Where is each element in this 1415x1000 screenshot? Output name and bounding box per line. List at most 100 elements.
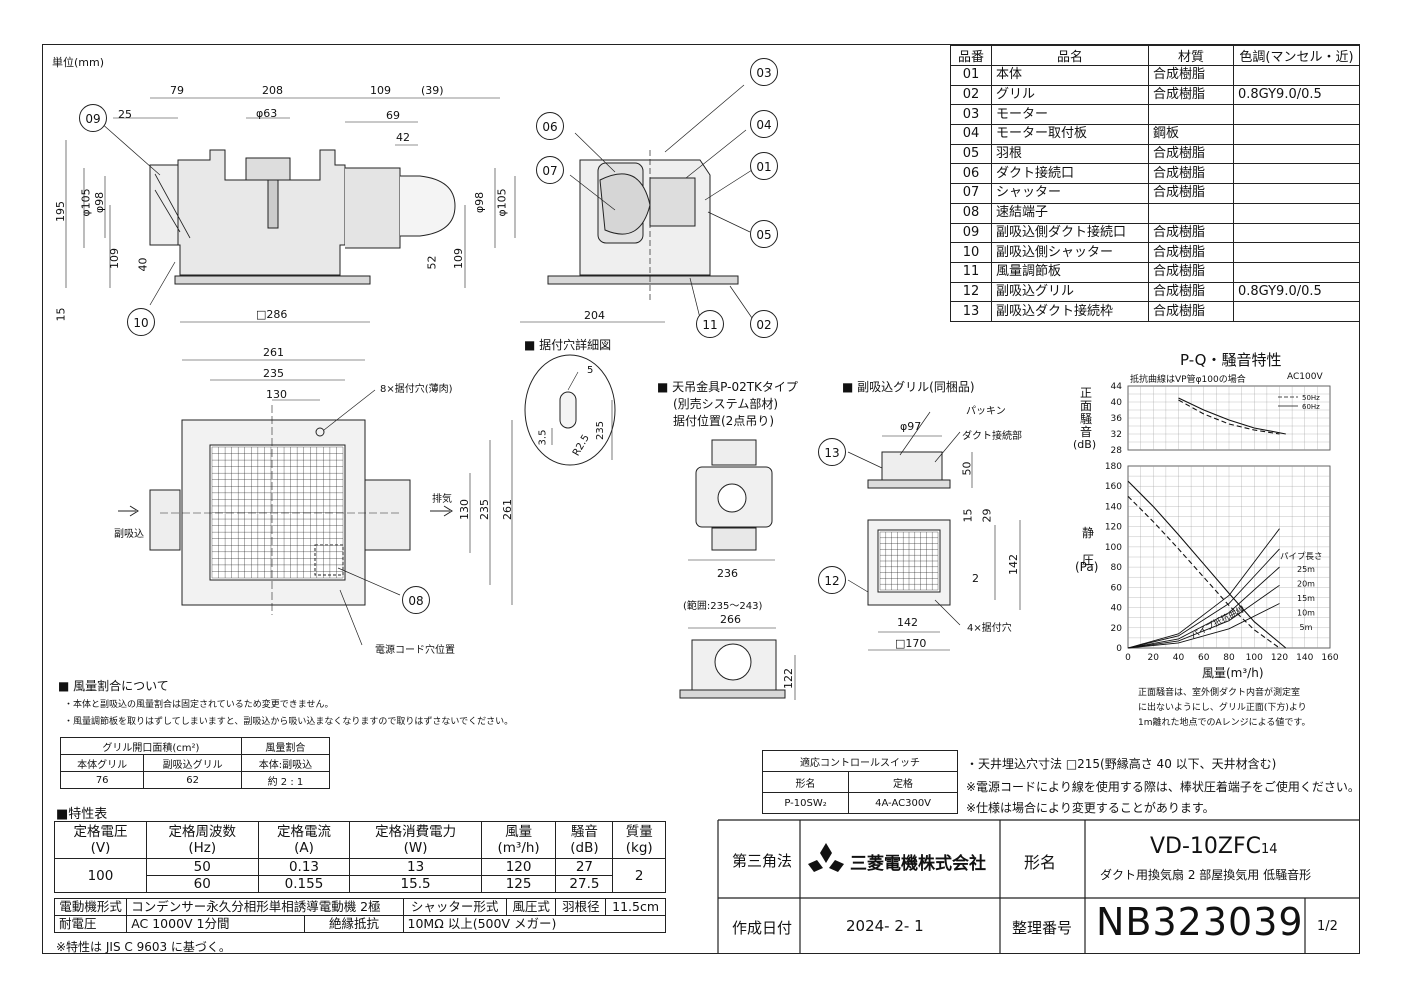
dim-phi63: φ63 [256,107,278,120]
x-tick-label: 20 [1148,653,1160,663]
pipe-curve-20m [1127,548,1280,649]
noise-ylabel-char-0: 正 [1080,386,1093,400]
airflow-val-main: 76 [59,771,145,789]
cord-position-label: 電源コード穴位置 [375,645,455,656]
dim-236: 236 [717,567,738,580]
pipe-length-15m: 15m [1297,594,1315,603]
pressure-tick-label: 0 [1116,644,1122,654]
plan-view-drawing [118,359,513,646]
pressure-tick-label: 160 [1105,482,1122,492]
dim-195: 195 [54,201,67,222]
dim-261: 261 [263,346,284,359]
spec-header: 質量(kg) [612,821,666,859]
parts-col-color: 色調(マンセル・近) [1233,45,1360,66]
packing-label: パッキン [966,406,1006,417]
spec-header: 風量(m³/h) [480,821,557,859]
dim-50: 50 [960,461,974,476]
note-1: ※電源コードにより線を使用する際は、棒状圧着端子をご使用ください。 [966,780,1360,794]
part-name: 副吸込グリル [991,281,1149,303]
dim-phi98-right: φ98 [473,191,487,214]
x-tick-label: 40 [1173,653,1185,663]
legend-label-50hz: 50Hz [1302,394,1320,402]
dim-109-right: 109 [452,248,465,269]
hanger-sub1: (別売システム部材) [673,397,779,411]
spec-r0-freq: 50 [145,858,259,876]
spec-r0-noise: 27 [555,858,614,876]
x-tick-label: 140 [1296,653,1313,663]
dim-204: 204 [584,309,605,322]
spec-r0-power: 13 [349,858,482,876]
airflow-h2: 風量割合 [240,737,331,755]
airflow-val-ratio: 約 2 : 1 [240,771,331,789]
dim-15-grille: 15 [961,508,975,523]
pq-xlabel: 風量(m³/h) [1202,666,1264,680]
dim-286: □286 [256,308,288,321]
mitsubishi-logo [808,843,844,872]
pressure-ylabel-char-1: 圧 [1082,553,1095,567]
part-name: 副吸込側シャッター [991,242,1149,263]
dim-261-v: 261 [501,499,514,520]
airflow-note-0: ・本体と副吸込の風量割合は固定されているため変更できません。 [64,700,334,710]
dim-266: 266 [720,613,741,626]
model-suffix: 14 [1261,842,1278,857]
insulation-resistance: 10MΩ 以上(500V メガー) [402,915,667,933]
pipe-curve-5m [1127,603,1280,649]
spec-r1-noise: 27.5 [555,875,614,893]
dim-42: 42 [396,131,410,144]
part-material: 合成樹脂 [1148,222,1234,244]
part-color [1233,301,1360,322]
pipe-curve-25m [1127,528,1280,649]
pressure-tick-label: 60 [1111,583,1123,593]
creation-date: 2024- 2- 1 [846,917,924,935]
spec-header-line: 定格電圧 [73,824,128,840]
airflow-title: ■ 風量割合について [58,679,169,693]
exhaust-label: 排気 [432,494,452,505]
side-view-drawing [520,84,753,323]
part-no: 01 [950,65,992,86]
airflow-val-sub: 62 [143,771,242,789]
part-material: 合成樹脂 [1148,301,1234,322]
specs-extra-table: 電動機形式 コンデンサー永久分相形単相誘導電動機 2極 シャッター形式 風圧式 … [53,898,667,933]
spec-header: 定格電流(A) [257,821,351,859]
x-tick-label: 100 [1246,653,1263,663]
callout-09: 09 [79,104,107,132]
spec-header-line: (Hz) [188,840,217,856]
x-tick-label: 0 [1125,653,1131,663]
spec-r0-airflow: 120 [480,858,557,876]
dim-52: 52 [425,255,439,270]
noise-tick-label: 40 [1111,398,1123,408]
hanger-sub2: 据付位置(2点吊り) [673,414,774,428]
dim-40: 40 [136,257,150,272]
callout-01: 01 [750,152,778,180]
part-name: モーター [991,104,1149,126]
spec-r1-freq: 60 [145,875,259,893]
part-material: 合成樹脂 [1148,143,1234,165]
spec-header: 定格消費電力(W) [349,821,482,859]
pq-footnote-line-2: 1m離れた地点でのAレンジによる値です。 [1138,718,1311,728]
dim-109: 109 [370,84,391,97]
pq-chart-voltage: AC100V [1287,372,1323,382]
spec-header-line: 質量 [625,824,653,840]
hanger-drawing [679,439,796,700]
dim-142-h: 142 [897,616,918,629]
airflow-h1: グリル開口面積(cm²) [60,737,242,755]
airflow-sub-sub: 副吸込グリル [143,754,242,772]
spec-header-line: (m³/h) [497,840,540,856]
withstand-label: 耐電圧 [53,915,128,933]
spec-header-line: (V) [90,840,111,856]
part-no: 04 [950,124,992,145]
spec-header-line: 騒音 [570,824,598,840]
model-main: VD-10ZFC [1150,834,1262,859]
front-view-drawing [65,97,516,323]
dim-142-v: 142 [1007,554,1020,575]
pq-footnote-line-1: に出ないようにし、グリル正面(下方)より [1138,703,1307,713]
spec-header-line: 風量 [505,824,533,840]
holes-label: 8×据付穴(薄肉) [380,384,453,395]
dim-2: 2 [972,572,979,585]
part-material: 合成樹脂 [1148,163,1234,185]
parts-col-material: 材質 [1148,45,1234,66]
noise-curve-60Hz [1178,397,1286,435]
